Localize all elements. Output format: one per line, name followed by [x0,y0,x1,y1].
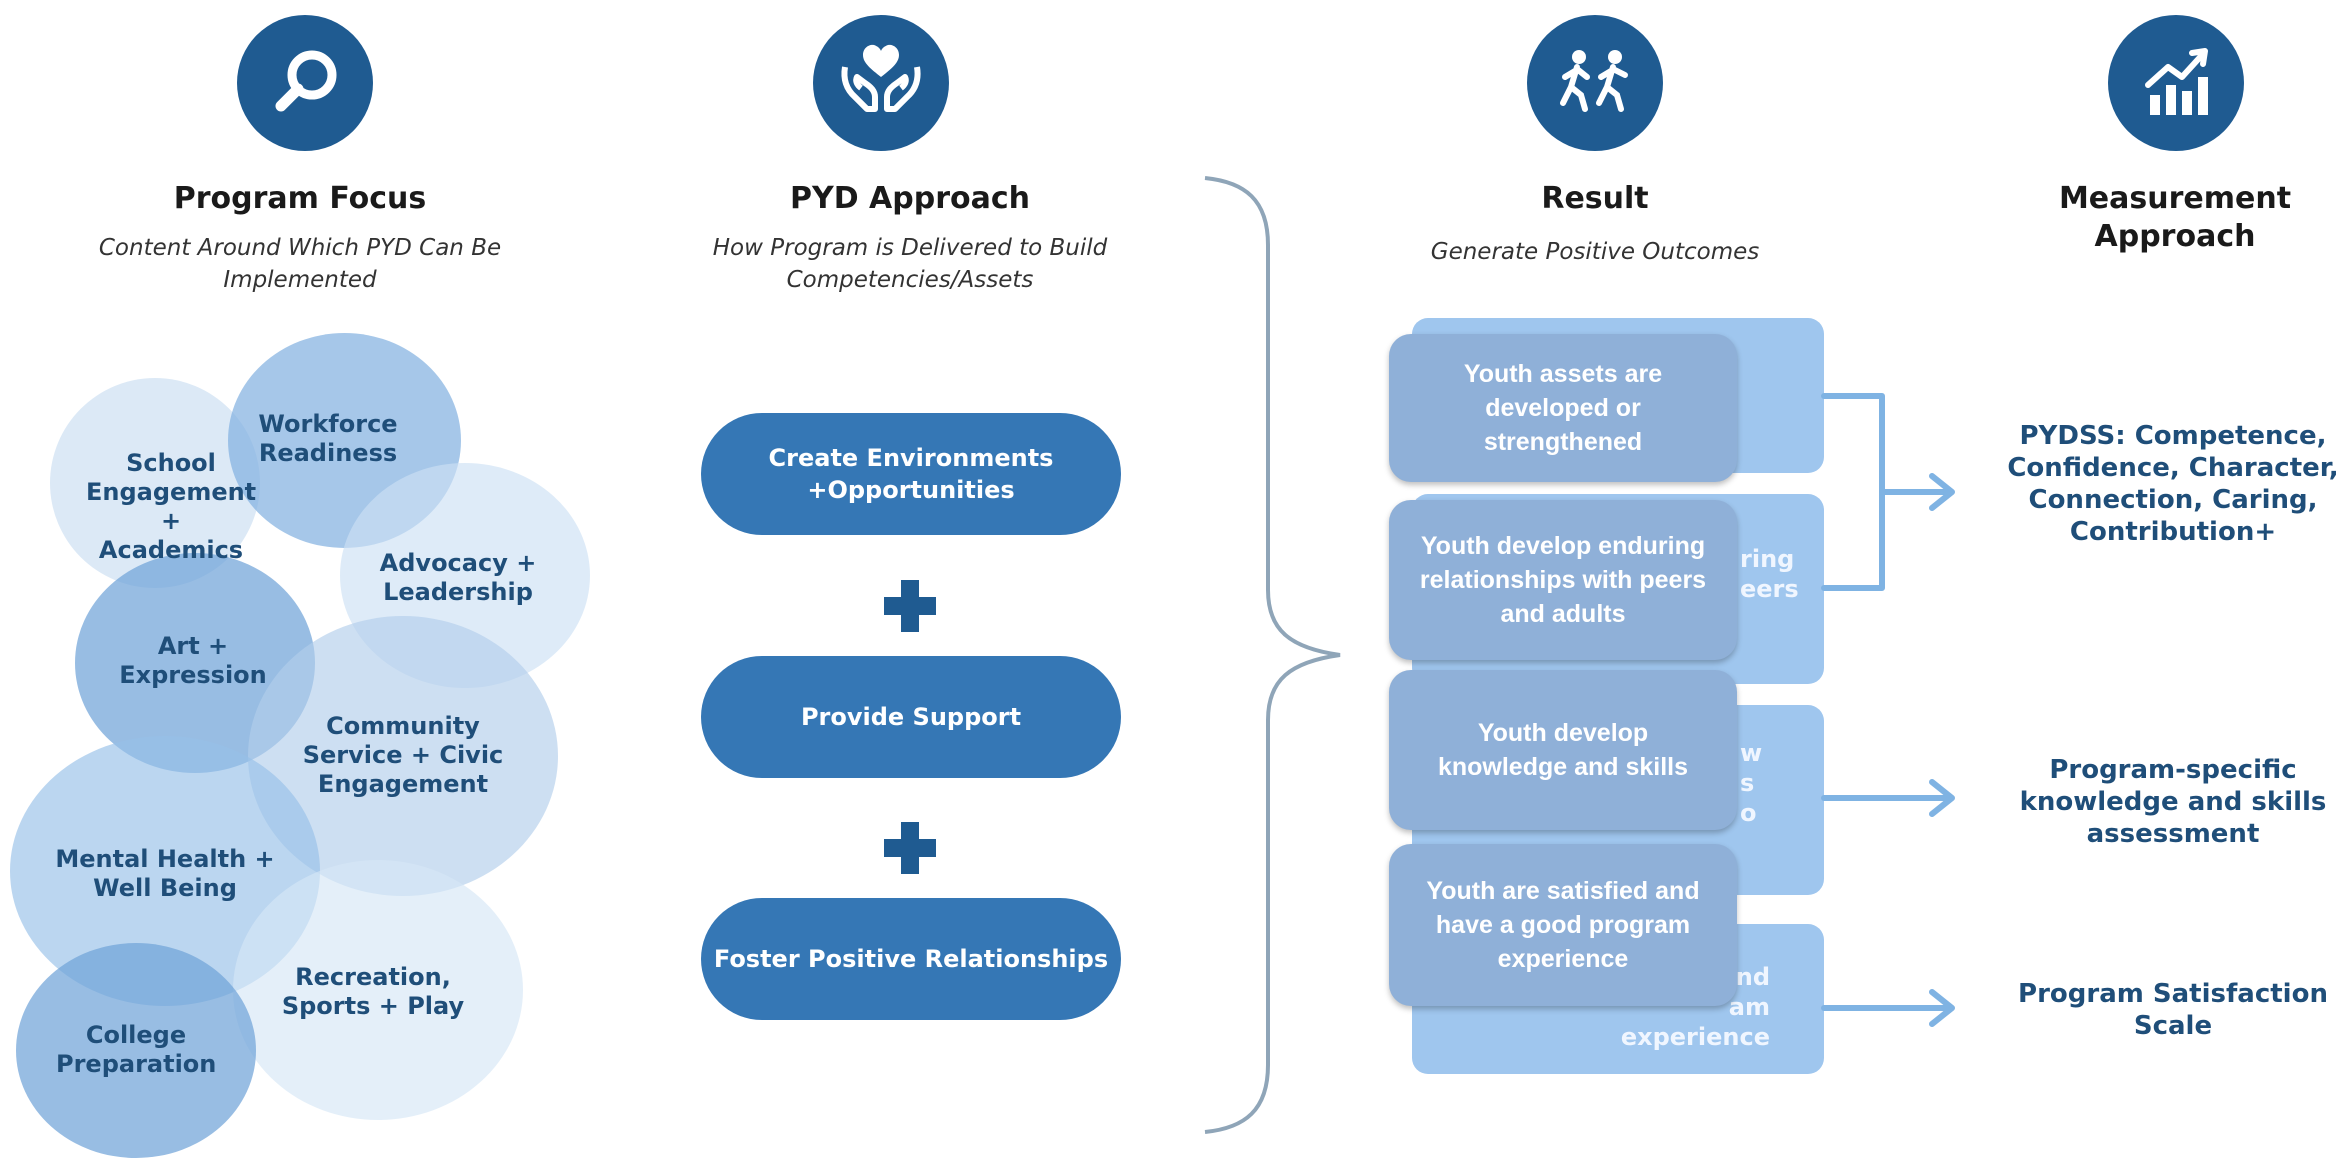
bubble-label-recreation: Recreation, Sports + Play [281,963,465,1020]
result-back-fragment-2: ring eers [1740,545,1799,603]
running-people-icon [1560,50,1628,112]
result-connector-arrows [1821,393,1955,1027]
approach-step-foster-relationships: Foster Positive Relationships [701,898,1121,1020]
heart-hands-icon-circle [813,15,949,151]
column-subtitle-result: Generate Positive Outcomes [1430,239,1760,265]
bubble-label-college-preparation: College Preparation [56,1021,217,1078]
column-title-program-focus: Program Focus [173,181,427,216]
column-subtitle-program-focus: Content Around Which PYD Can Be Implemen… [98,235,502,293]
heart-hands-icon [841,44,921,112]
column-title-pyd-approach: PYD Approach [789,181,1030,216]
column-title-result: Result [1541,181,1649,216]
result-assets-developed: Youth assets are developed or strengthen… [1389,334,1737,482]
bubble-label-workforce-readiness: Workforce Readiness [258,410,398,467]
curly-brace [1204,176,1341,1134]
bubble-recreation [233,860,523,1120]
bubble-label-school-engagement: School Engagement + Academics [86,449,257,564]
bubble-school-engagement [50,378,260,588]
bubble-label-mental-health: Mental Health + Well Being [55,845,275,902]
growth-chart-icon [2145,48,2208,115]
bubble-label-community-service: Community Service + Civic Engagement [302,712,504,798]
bubble-label-art-expression: Art + Expression [119,632,267,689]
result-knowledge-skills: Youth develop knowledge and skills [1389,670,1737,830]
approach-step-provide-support: Provide Support [701,656,1121,778]
plus-icon [880,576,940,636]
magnifier-icon [275,50,337,112]
column-subtitle-pyd-approach: How Program is Delivered to Build Compet… [712,235,1108,293]
measurement-satisfaction-scale: Program Satisfaction Scale [2018,979,2328,1041]
bubble-college-preparation [16,943,256,1158]
result-back-fragment-3: w s o [1740,739,1763,827]
measurement-knowledge-assessment: Program-specific knowledge and skills as… [2019,755,2327,849]
growth-chart-icon-circle [2108,15,2244,151]
result-enduring-relationships: Youth develop enduring relationships wit… [1389,500,1737,660]
plus-icon [880,818,940,878]
column-title-measurement: Measurement Approach [2058,181,2292,254]
approach-step-create-environments: Create Environments +Opportunities [701,413,1121,535]
magnifier-icon-circle [237,15,373,151]
measurement-pydss: PYDSS: Competence, Confidence, Character… [2007,421,2339,547]
running-people-icon-circle [1527,15,1663,151]
bubble-label-advocacy: Advocacy + Leadership [379,549,537,606]
result-satisfied: Youth are satisfied and have a good prog… [1389,844,1737,1006]
